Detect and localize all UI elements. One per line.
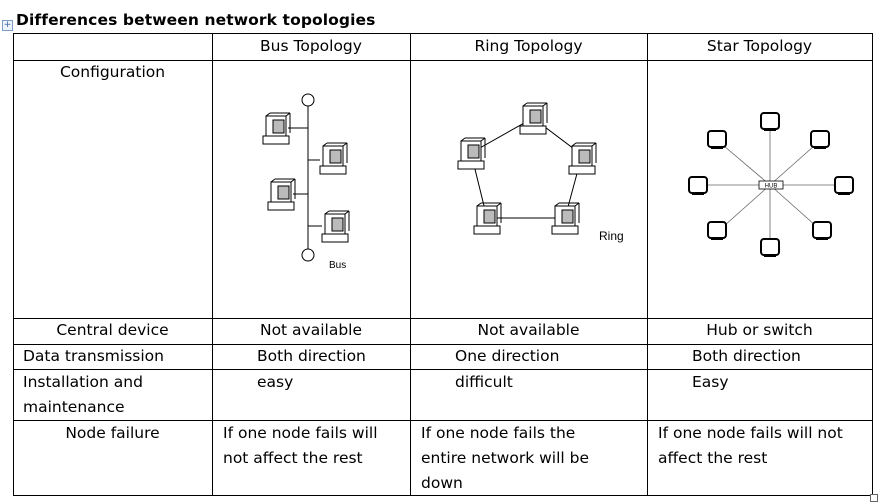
row-label-installation: Installation and maintenance	[23, 373, 143, 416]
row-divider	[13, 318, 873, 319]
row-label-data-transmission: Data transmission	[23, 347, 164, 365]
bus-central-device: Not available	[259, 321, 363, 339]
star-central-device: Hub or switch	[706, 321, 813, 339]
hub-label: HUB	[765, 184, 778, 190]
row-divider	[13, 60, 873, 61]
monitor-icon	[707, 221, 727, 241]
header-star: Star Topology	[706, 37, 813, 55]
computer-icon	[568, 142, 597, 175]
col-divider	[410, 33, 411, 496]
star-installation: Easy	[692, 373, 729, 391]
ring-installation: difficult	[455, 373, 513, 391]
row-divider	[13, 420, 873, 421]
monitor-icon	[760, 112, 780, 132]
table-border	[13, 495, 873, 496]
monitor-icon	[834, 176, 854, 196]
monitor-icon	[810, 130, 830, 150]
ring-node-failure: If one node fails the entire network wil…	[421, 424, 590, 492]
ring-label: Ring	[599, 229, 624, 243]
table-resize-handle[interactable]	[870, 494, 878, 502]
monitor-icon	[707, 130, 727, 150]
table-move-handle[interactable]: +	[2, 20, 13, 31]
monitor-icon	[688, 176, 708, 196]
table-border	[872, 33, 873, 496]
col-divider	[212, 33, 213, 496]
row-divider	[13, 369, 873, 370]
bus-label: Bus	[329, 260, 346, 271]
computer-icon	[267, 178, 296, 211]
page-title: Differences between network topologies	[16, 11, 376, 29]
row-label-configuration: Configuration	[59, 63, 166, 81]
computer-icon	[262, 112, 291, 145]
star-node-failure: If one node fails will not affect the re…	[658, 424, 843, 467]
monitor-icon	[812, 221, 832, 241]
computer-icon	[551, 202, 580, 235]
hub-box	[758, 180, 784, 190]
col-divider	[647, 33, 648, 496]
table-border	[13, 33, 873, 34]
computer-icon	[457, 137, 486, 170]
bus-node-failure: If one node fails will not affect the re…	[223, 424, 378, 467]
bus-installation: easy	[257, 373, 294, 391]
computer-icon	[519, 102, 548, 135]
star-data-transmission: Both direction	[692, 347, 801, 365]
row-divider	[13, 344, 873, 345]
ring-data-transmission: One direction	[455, 347, 560, 365]
bus-diagram	[288, 93, 322, 262]
computer-icon	[473, 202, 502, 235]
header-bus: Bus Topology	[260, 37, 362, 55]
row-label-node-failure: Node failure	[65, 424, 160, 442]
bus-data-transmission: Both direction	[257, 347, 366, 365]
ring-central-device: Not available	[477, 321, 580, 339]
header-ring: Ring Topology	[474, 37, 583, 55]
col-divider	[13, 33, 14, 496]
computer-icon	[319, 142, 348, 175]
computer-icon	[321, 210, 350, 243]
row-label-central-device: Central device	[56, 321, 169, 339]
monitor-icon	[760, 238, 780, 258]
